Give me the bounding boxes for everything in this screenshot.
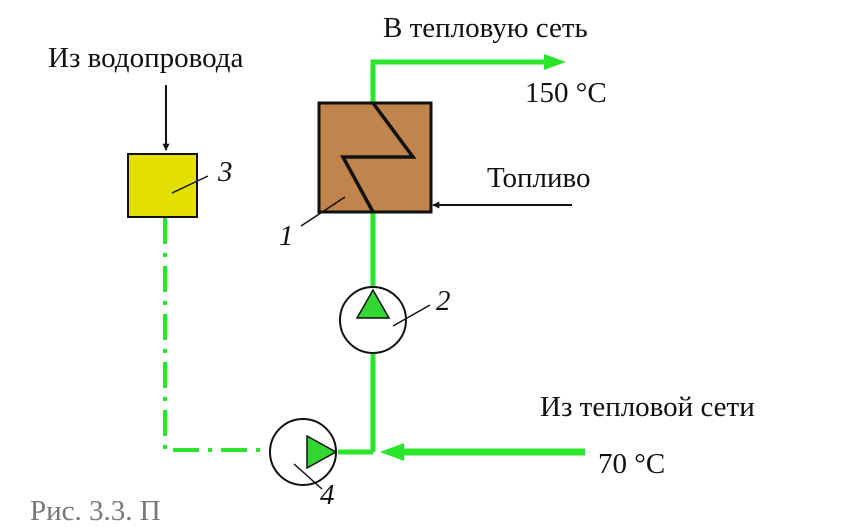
supply-arrow xyxy=(544,54,566,70)
callout-number-3: 3 xyxy=(218,156,233,188)
circulation-pump-triangle xyxy=(355,288,391,319)
callout-number-4: 4 xyxy=(320,479,335,511)
treatment-unit xyxy=(127,153,198,218)
label-fuel: Топливо xyxy=(487,162,591,194)
callout-number-1: 1 xyxy=(279,220,294,252)
scheme-drawing xyxy=(127,54,585,490)
makeup-pump-triangle xyxy=(306,434,338,470)
callout-leader-3 xyxy=(171,175,209,194)
circulation-pump xyxy=(339,286,407,354)
callout-leader-1 xyxy=(300,196,346,227)
callout-number-2: 2 xyxy=(436,285,451,317)
label-return-temperature: 70 °C xyxy=(598,448,666,480)
makeup-water-line xyxy=(163,218,268,452)
return-arrow xyxy=(380,443,404,461)
diagram-stage: В тепловую сеть Из водопровода 150 °C То… xyxy=(30,12,755,526)
label-to-heating-network: В тепловую сеть xyxy=(383,12,588,44)
callout-leader-4 xyxy=(293,463,323,490)
label-from-heating-network: Из тепловой сети xyxy=(540,391,755,423)
label-from-water-supply: Из водопровода xyxy=(48,42,244,74)
callout-leader-2 xyxy=(392,304,431,327)
label-supply-temperature: 150 °C xyxy=(525,77,607,109)
figure-caption-fragment: Рис. 3.3. П xyxy=(30,495,161,527)
boiler-coil xyxy=(340,101,417,213)
